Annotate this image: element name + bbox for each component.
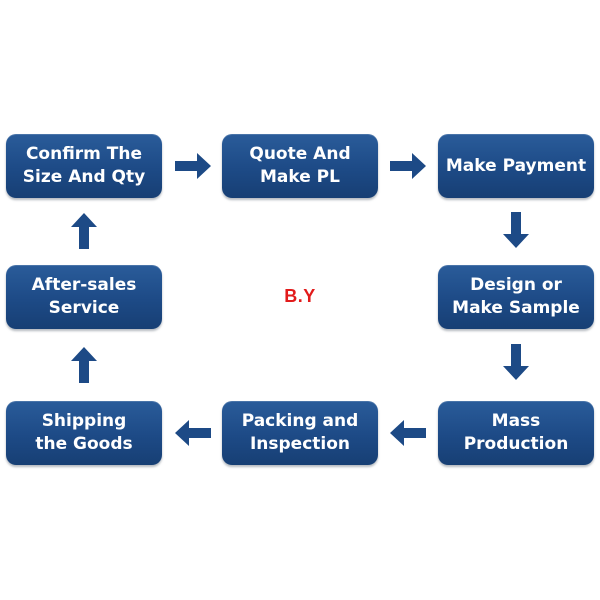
arrow-right-icon <box>388 146 428 186</box>
step-after-sales-service: After-sales Service <box>6 265 162 329</box>
arrow-down-icon <box>496 210 536 250</box>
step-shipping-goods: Shipping the Goods <box>6 401 162 465</box>
arrow-up-icon <box>64 345 104 385</box>
step-packing-inspection: Packing and Inspection <box>222 401 378 465</box>
step-confirm-size-qty: Confirm The Size And Qty <box>6 134 162 198</box>
step-make-payment: Make Payment <box>438 134 594 198</box>
arrow-up-icon <box>64 211 104 251</box>
step-design-make-sample: Design or Make Sample <box>438 265 594 329</box>
step-quote-make-pl: Quote And Make PL <box>222 134 378 198</box>
arrow-down-icon <box>496 342 536 382</box>
arrow-right-icon <box>173 146 213 186</box>
arrow-left-icon <box>388 413 428 453</box>
arrow-left-icon <box>173 413 213 453</box>
step-mass-production: Mass Production <box>438 401 594 465</box>
brand-label: B.Y <box>284 286 316 306</box>
